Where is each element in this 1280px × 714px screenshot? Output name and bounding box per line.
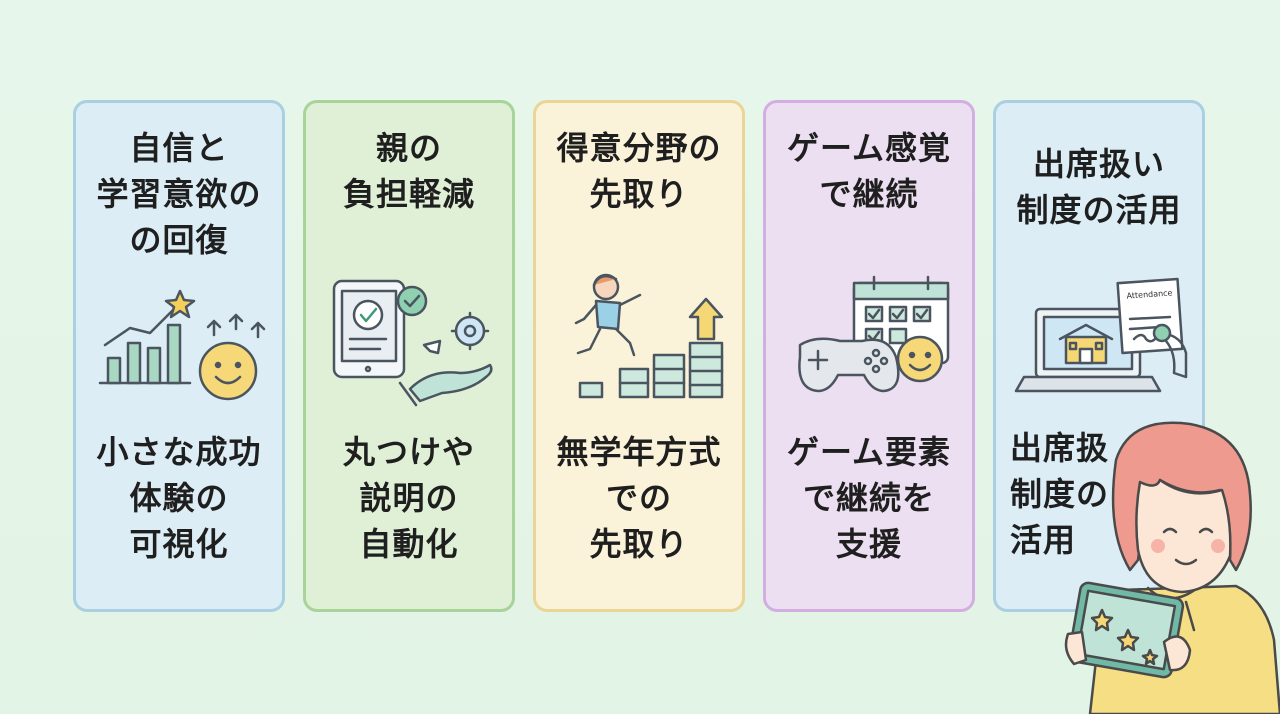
card-title: 自信と 学習意欲の の回復 <box>96 129 262 259</box>
child-climbing-steps-icon <box>574 273 724 399</box>
growth-chart-smile-icon <box>98 289 266 401</box>
card-description: 小さな成功 体験の 可視化 <box>96 433 262 563</box>
card-description: ゲーム要素 で継続を 支援 <box>786 433 952 563</box>
card-description: 無学年方式 での 先取り <box>556 433 722 563</box>
card-title: ゲーム感覚 で継続 <box>786 129 952 213</box>
tablet-checkmark-hand-gear-icon <box>332 279 493 407</box>
girl-holding-tablet-icon <box>1064 421 1280 714</box>
card-parent-burden: 親の 負担軽減 丸つけや 説明の 自動化 <box>303 100 515 612</box>
card-advanced-learning: 得意分野の 先取り 無学年方式 での 先取り <box>533 100 745 612</box>
card-attendance-system: 出席扱い 制度の活用 Attendance 出席扱 制度の 活用 <box>993 100 1205 612</box>
game-controller-calendar-icon <box>798 275 950 393</box>
laptop-school-attendance-icon: Attendance <box>1014 277 1188 393</box>
card-title: 得意分野の 先取り <box>556 129 722 213</box>
card-description: 丸つけや 説明の 自動化 <box>342 433 475 563</box>
card-game-continuation: ゲーム感覚 で継続 ゲーム要素 で継続を <box>763 100 975 612</box>
card-title: 親の 負担軽減 <box>342 129 475 213</box>
attendance-label: Attendance <box>1126 288 1173 300</box>
card-confidence: 自信と 学習意欲の の回復 小さな成功 体験の 可視化 <box>73 100 285 612</box>
card-title: 出席扱い 制度の活用 <box>1016 145 1182 229</box>
card-description: 出席扱 制度の 活用 <box>1010 429 1110 559</box>
